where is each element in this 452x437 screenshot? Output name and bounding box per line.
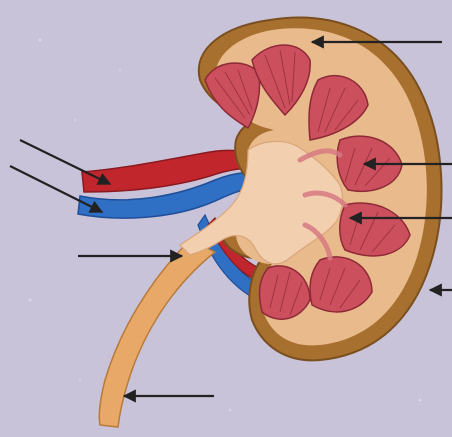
ureter <box>99 240 215 427</box>
pyramid-1 <box>205 63 260 128</box>
